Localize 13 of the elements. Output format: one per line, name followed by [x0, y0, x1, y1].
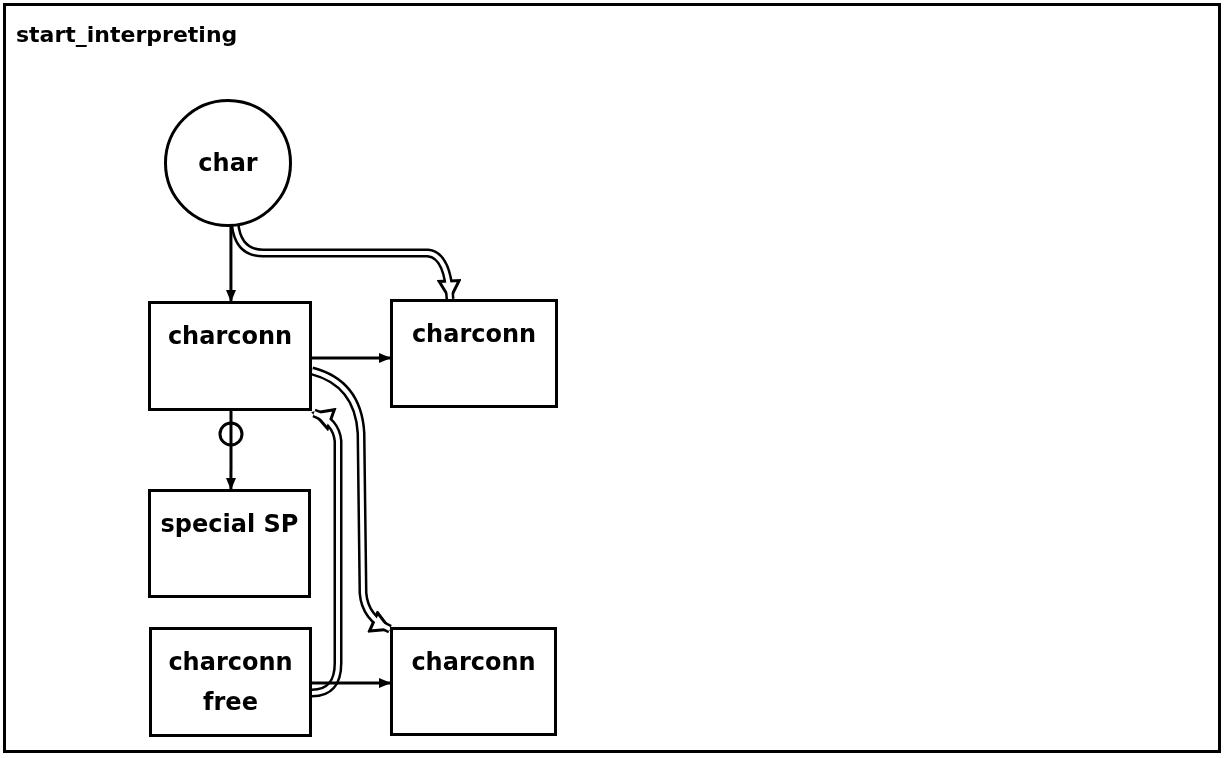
frame: [3, 3, 1221, 753]
process-box: [390, 299, 558, 408]
process-box: [148, 489, 311, 598]
node-label: charconn: [410, 319, 538, 350]
process-box: [149, 627, 312, 737]
node-label: charconn: [166, 321, 294, 352]
node-label: charconn: [410, 647, 537, 678]
node-label: special SP: [159, 509, 300, 540]
process-box: [390, 627, 557, 736]
node-label: char: [197, 148, 259, 179]
node-label: charconn free: [167, 647, 294, 718]
frame-title: start_interpreting: [16, 21, 238, 49]
process-box: [148, 301, 312, 411]
